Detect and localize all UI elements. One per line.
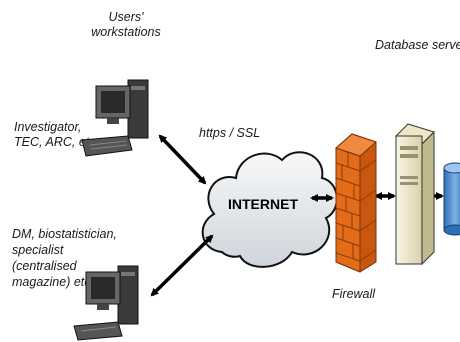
users-workstations-line1: Users' bbox=[108, 10, 144, 24]
internet-label: INTERNET bbox=[228, 196, 298, 212]
dm-line1: DM, biostatistician, bbox=[12, 227, 117, 241]
investigator-label: Investigator, TEC, ARC, etc. bbox=[14, 120, 99, 150]
server-tower-icon bbox=[395, 123, 435, 266]
arrow-top-workstation bbox=[158, 134, 207, 185]
firewall-label: Firewall bbox=[332, 287, 376, 301]
investigator-line2: TEC, ARC, etc. bbox=[14, 135, 99, 149]
dm-line4: magazine) etc. bbox=[12, 275, 94, 289]
arrow-bottom-workstation bbox=[150, 234, 214, 297]
dm-line2: specialist bbox=[12, 243, 64, 257]
users-workstations-line2: workstations bbox=[91, 25, 161, 39]
cloud-icon: INTERNET bbox=[201, 151, 338, 268]
dm-biostatistician-label: DM, biostatistician, specialist (central… bbox=[12, 226, 117, 290]
desktop-computer-icon bbox=[81, 79, 149, 157]
desktop-computer-icon bbox=[73, 265, 139, 341]
brick-wall-icon bbox=[335, 133, 377, 273]
database-cylinder-icon bbox=[443, 162, 460, 236]
users-workstations-label: Users' workstations bbox=[86, 10, 166, 40]
investigator-line1: Investigator, bbox=[14, 120, 82, 134]
protocol-label: https / SSL bbox=[199, 126, 261, 140]
dm-line3: (centralised bbox=[12, 259, 77, 273]
database-server-label: Database server bbox=[375, 38, 460, 52]
